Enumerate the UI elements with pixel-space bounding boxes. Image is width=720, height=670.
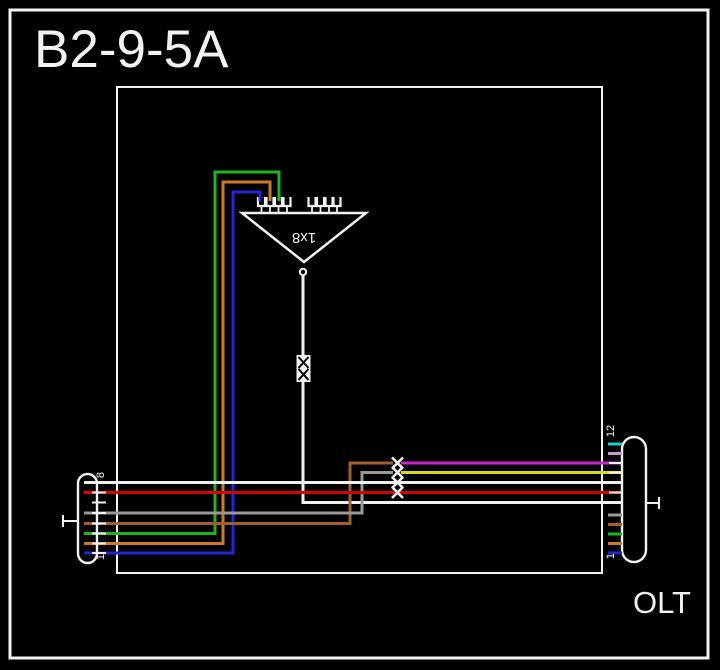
inner-boundary-box [116, 86, 603, 574]
feed-fiber-white [301, 275, 622, 504]
splitter-output-ports [256, 197, 342, 213]
splice-x-brown-violet [391, 456, 404, 470]
right-connector-top-label: 12 [605, 425, 617, 437]
fiber-blue [84, 190, 262, 555]
splitter-port-6-cup [315, 197, 326, 208]
splitter-1x8: 1x8 [238, 197, 370, 277]
splice-x-black [391, 476, 404, 489]
splitter-port-8-cup [332, 197, 342, 208]
splitter-port-5-cup [307, 197, 317, 208]
splice-closure-body [296, 355, 311, 382]
left-connector: 8 1 [62, 472, 107, 565]
splitter-port-4-cup [282, 197, 292, 208]
outer-border [8, 8, 710, 660]
diagram-title: B2-9-5A [34, 20, 229, 79]
splice-closure-x-mark [297, 356, 310, 369]
fiber-orange [84, 180, 272, 545]
splice-x-slate-yellow [391, 466, 404, 479]
left-connector-body [76, 472, 99, 565]
left-connector-bottom-label: 1 [95, 554, 107, 560]
fiber-green [84, 170, 281, 535]
left-connector-top-label: 8 [95, 472, 107, 478]
splice-closure-box [296, 355, 311, 382]
splice-x-red [391, 486, 404, 499]
splice-marks [391, 456, 404, 499]
splitter-port-7-cup [324, 197, 334, 208]
right-connector-body [620, 435, 648, 564]
splice-closure-x-mark [297, 368, 310, 381]
right-connector-bottom-label: 1 [605, 553, 617, 559]
right-connector: 12 1 [605, 425, 660, 564]
splitter-input-node [298, 267, 308, 277]
olt-label: OLT [633, 585, 691, 620]
splitter-label: 1x8 [292, 229, 316, 246]
splitter-triangle [238, 211, 370, 264]
